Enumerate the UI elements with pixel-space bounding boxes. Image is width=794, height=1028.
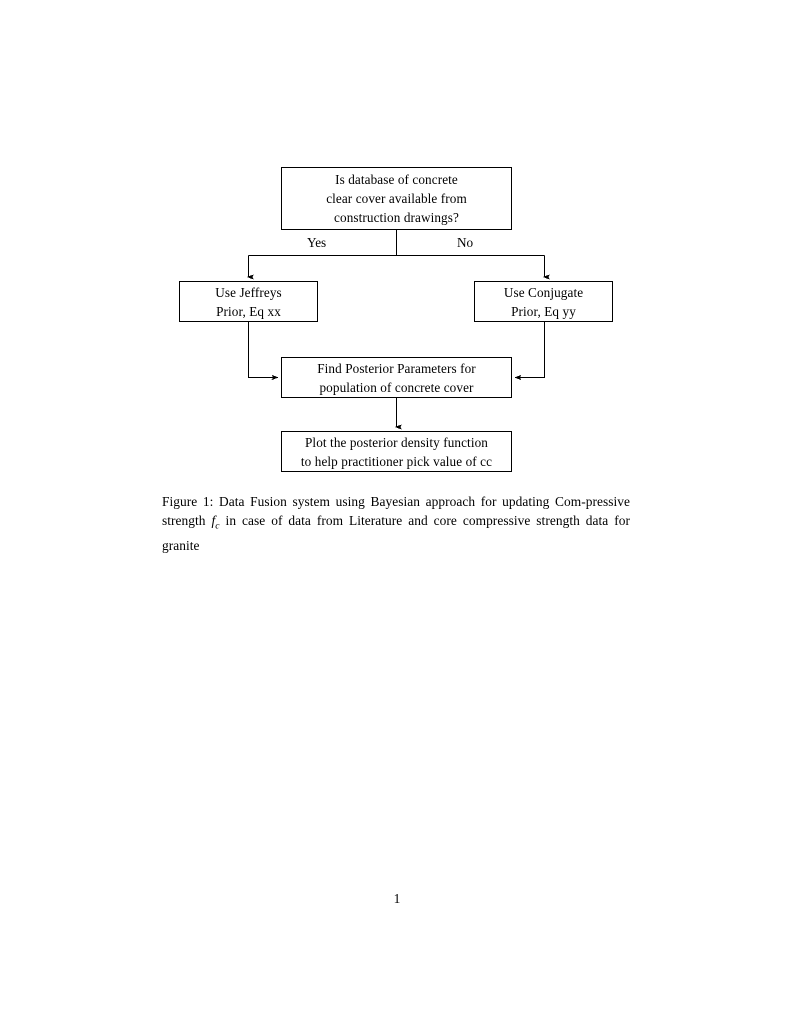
edge-jeffreys-to-posterior bbox=[248, 322, 279, 381]
flow-node-question: Is database of concrete clear cover avai… bbox=[281, 167, 512, 230]
edge-conjugate-to-posterior bbox=[514, 322, 545, 381]
flow-node-plot-line-1: Plot the posterior density function bbox=[305, 434, 488, 450]
flow-node-jeffreys-line-2: Prior, Eq xx bbox=[216, 303, 281, 319]
flow-node-find-posterior-parameters: Find Posterior Parameters for population… bbox=[281, 357, 512, 398]
figure-canvas: Is database of concrete clear cover avai… bbox=[0, 0, 794, 500]
edge-label-yes: Yes bbox=[307, 235, 327, 250]
figure-caption-text-part2: in case of data from Literature and core… bbox=[162, 513, 630, 554]
math-subscript-c: c bbox=[215, 521, 220, 533]
flow-node-posterior-line-2: population of concrete cover bbox=[319, 379, 474, 395]
flow-node-question-line-3: construction drawings? bbox=[334, 210, 459, 225]
figure-caption-text-part1: Data Fusion system using Bayesian approa… bbox=[162, 494, 630, 529]
flow-node-conjugate-line-1: Use Conjugate bbox=[503, 284, 584, 300]
page-number: 1 bbox=[393, 891, 401, 906]
edge-label-no: No bbox=[457, 235, 474, 250]
flowchart-connectors bbox=[247, 230, 550, 430]
math-symbol-f: f bbox=[211, 513, 216, 529]
flow-node-conjugate-prior: Use Conjugate Prior, Eq yy bbox=[474, 281, 613, 322]
flow-node-plot-line-2: to help practitioner pick value of cc bbox=[300, 453, 493, 469]
figure-caption-label: Figure 1: bbox=[162, 494, 214, 509]
flow-node-conjugate-line-2: Prior, Eq yy bbox=[511, 303, 576, 319]
flow-node-plot-posterior-density: Plot the posterior density function to h… bbox=[281, 431, 512, 472]
flow-node-jeffreys-prior: Use Jeffreys Prior, Eq xx bbox=[179, 281, 318, 322]
figure-caption-math-fc: fc bbox=[211, 513, 220, 532]
flow-node-question-line-1: Is database of concrete bbox=[335, 172, 458, 187]
flow-node-posterior-line-1: Find Posterior Parameters for bbox=[317, 360, 476, 376]
flow-node-jeffreys-line-1: Use Jeffreys bbox=[215, 284, 282, 300]
flow-node-question-line-2: clear cover available from bbox=[326, 191, 467, 206]
figure-caption: Figure 1: Data Fusion system using Bayes… bbox=[162, 492, 630, 556]
